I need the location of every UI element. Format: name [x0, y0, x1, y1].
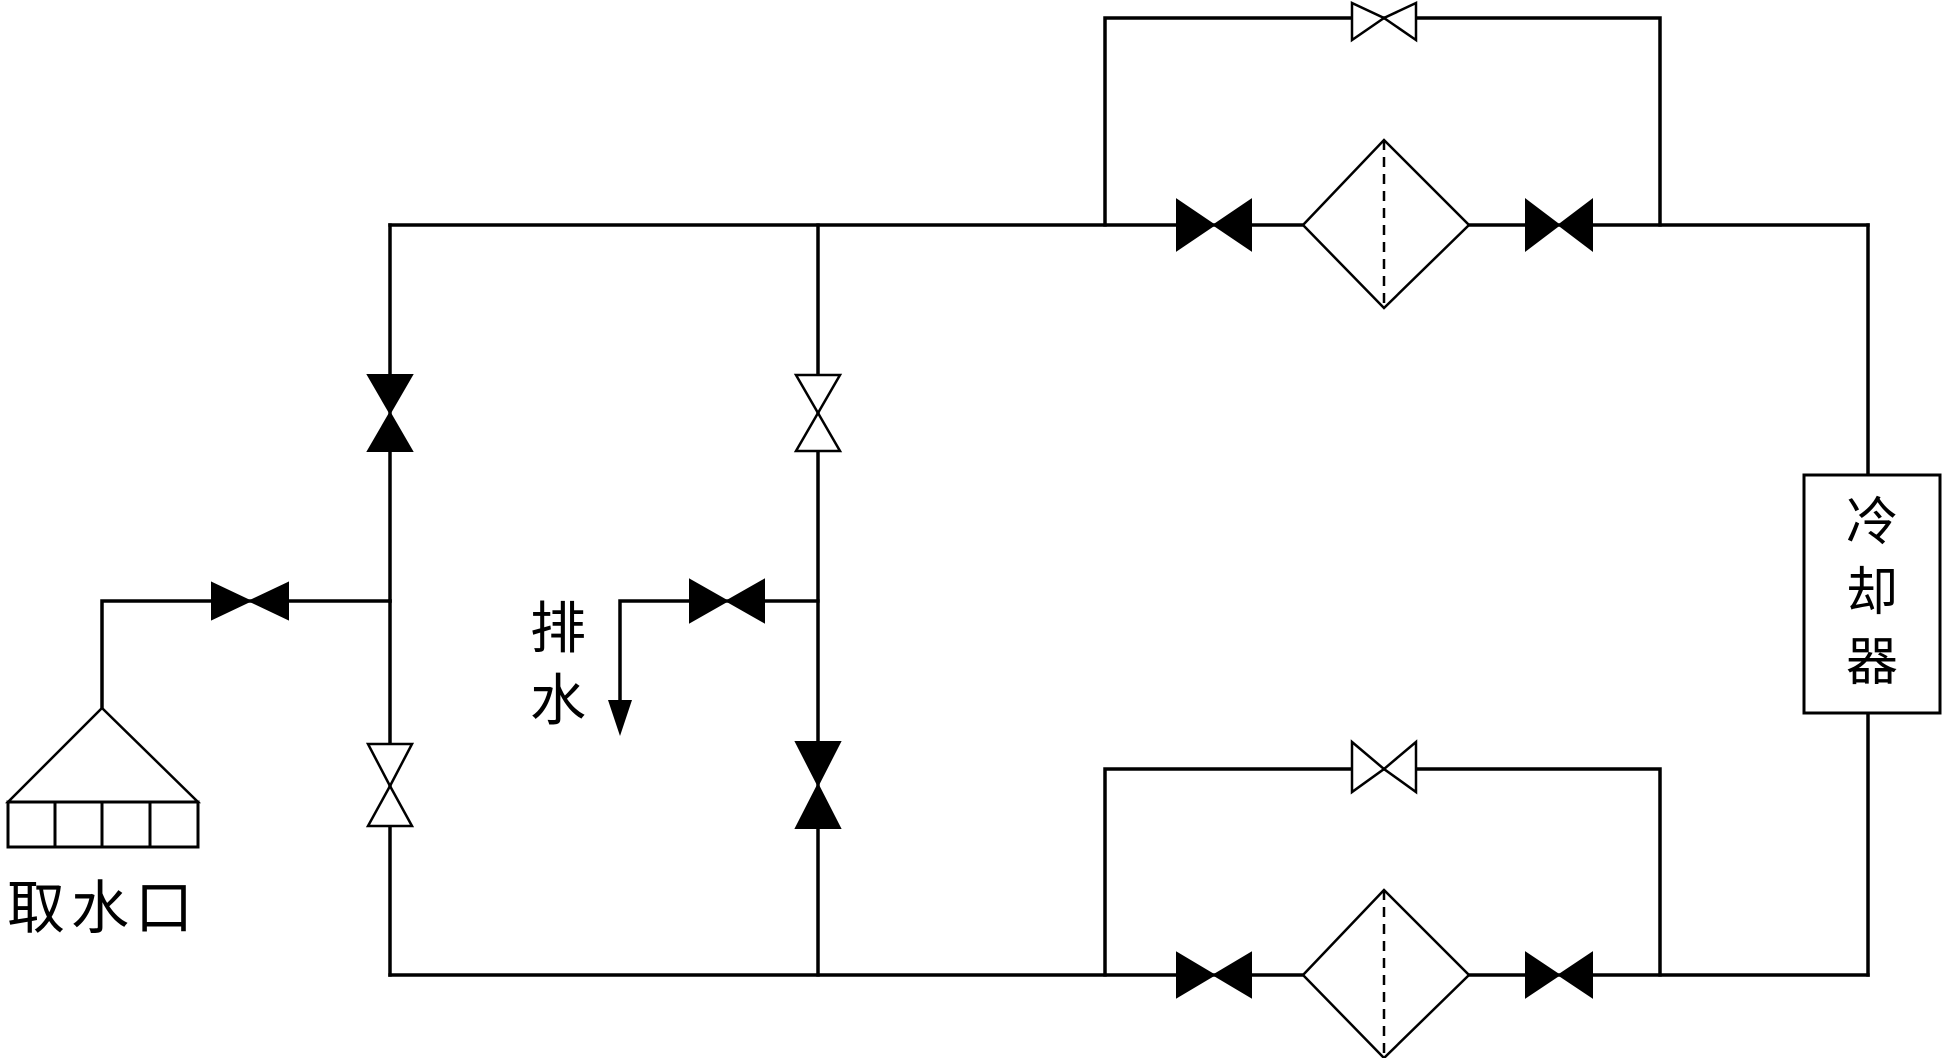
valve-bottom-bypass[interactable] — [1350, 739, 1418, 795]
cooler-label-3: 器 — [1846, 633, 1898, 693]
valve-intake[interactable] — [211, 581, 289, 621]
pipe-drain-branch — [618, 599, 820, 717]
valve-left-column-lower[interactable] — [365, 742, 415, 828]
drain-label-top: 排 — [530, 597, 586, 662]
pipe-intake — [100, 599, 392, 710]
filter-bottom — [1301, 888, 1471, 1058]
valve-bottom-filter-inlet[interactable] — [1176, 951, 1252, 999]
valve-top-bypass[interactable] — [1350, 1, 1418, 43]
valve-top-filter-outlet[interactable] — [1525, 197, 1593, 253]
intake-label: 取水口 — [7, 874, 199, 942]
valve-bottom-filter-outlet[interactable] — [1525, 951, 1593, 999]
cooler-label-1: 冷 — [1846, 493, 1898, 553]
filter-top — [1301, 138, 1471, 310]
cooler-label-2: 却 — [1846, 563, 1898, 623]
valve-middle-column-lower[interactable] — [794, 741, 842, 829]
water-intake-hood — [4, 706, 202, 849]
valve-top-filter-inlet[interactable] — [1176, 198, 1252, 252]
pipe-network — [100, 16, 1870, 977]
drain-arrow-icon — [608, 700, 632, 736]
valve-middle-column-upper[interactable] — [793, 373, 843, 453]
valve-drain[interactable] — [689, 578, 765, 624]
drain-label-bottom: 水 — [530, 669, 586, 734]
valve-left-column-upper[interactable] — [366, 374, 414, 452]
cooler-box: 冷 却 器 — [1802, 473, 1942, 715]
